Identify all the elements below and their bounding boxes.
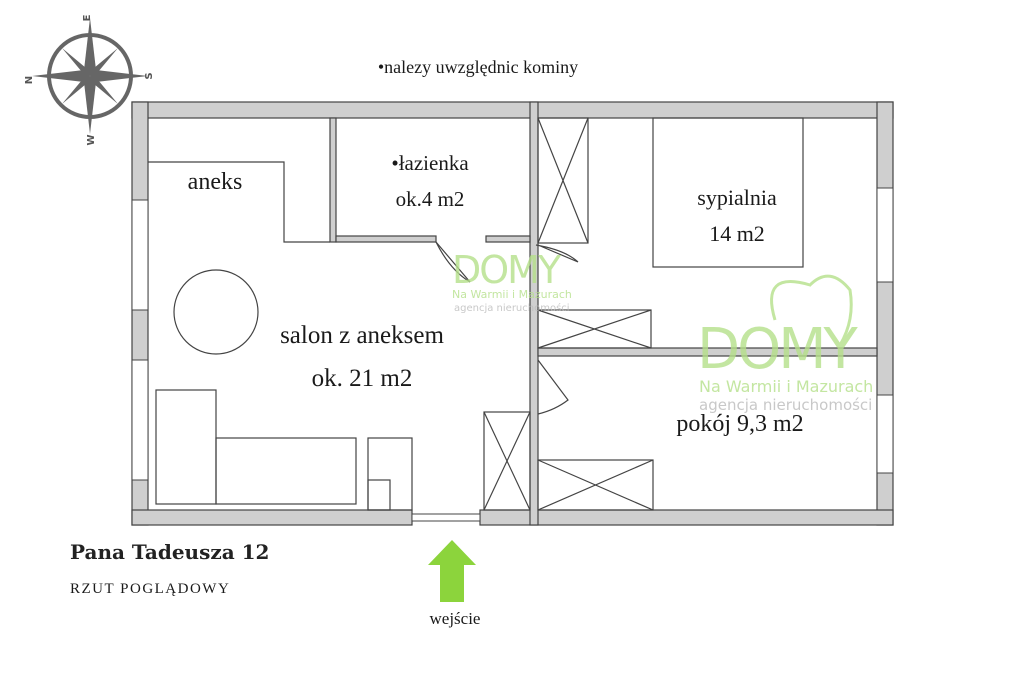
bedroom-label: sypialnia xyxy=(697,185,777,210)
svg-text:Na Warmii i Mazurach: Na Warmii i Mazurach xyxy=(699,377,873,396)
svg-text:Na Warmii i Mazurach: Na Warmii i Mazurach xyxy=(452,288,572,301)
svg-text:agencja nieruchomości: agencja nieruchomości xyxy=(454,302,570,314)
compass-east: E xyxy=(82,14,93,21)
fixtures xyxy=(148,117,804,511)
compass-north: N xyxy=(24,76,35,84)
entrance-arrow-icon xyxy=(428,540,476,602)
svg-text:DOMY: DOMY xyxy=(697,317,859,382)
bathroom-area: ok.4 m2 xyxy=(396,187,465,211)
room-label: pokój 9,3 m2 xyxy=(676,411,803,437)
bedroom-area: 14 m2 xyxy=(709,221,765,246)
compass-south: S xyxy=(144,72,155,79)
entrance-label: wejście xyxy=(430,609,481,628)
bathroom-label: •łazienka xyxy=(391,151,469,175)
svg-text:DOMY: DOMY xyxy=(452,248,562,292)
salon-label: salon z aneksem xyxy=(280,322,444,349)
svg-text:agencja nieruchomości: agencja nieruchomości xyxy=(699,396,872,414)
compass-rose-icon: E S W N xyxy=(24,14,155,145)
subtitle: RZUT POGLĄDOWY xyxy=(70,581,230,597)
compass-west: W xyxy=(86,134,97,145)
address-title: Pana Tadeusza 12 xyxy=(70,540,269,564)
chimney-note: •nalezy uwzględnic kominy xyxy=(378,57,578,77)
walls xyxy=(131,101,894,526)
salon-area: ok. 21 m2 xyxy=(312,365,413,392)
room-aneks-label: aneks xyxy=(188,169,243,195)
watermark-large: DOMY Na Warmii i Mazurach agencja nieruc… xyxy=(697,274,873,414)
watermark-small: DOMY Na Warmii i Mazurach agencja nieruc… xyxy=(452,248,572,314)
